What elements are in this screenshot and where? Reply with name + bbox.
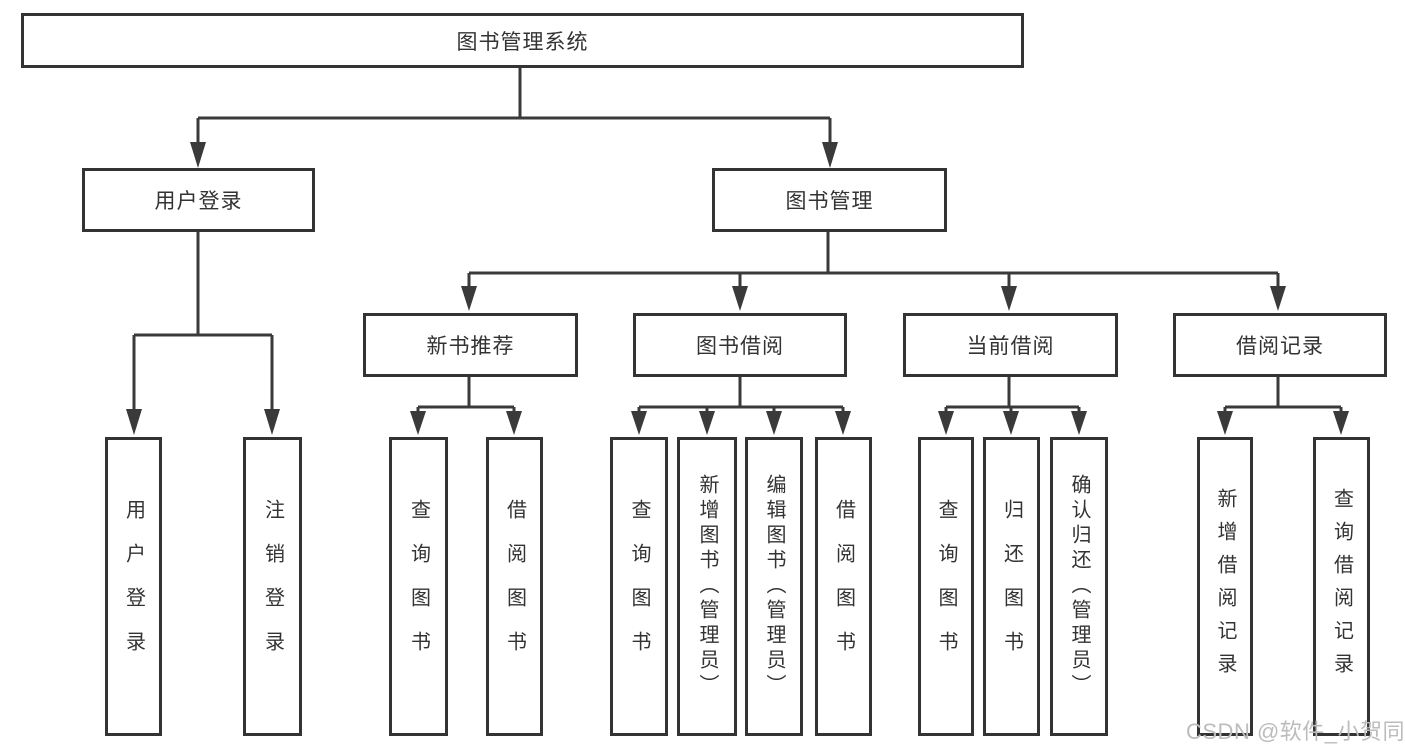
arrowhead-icon [1333, 411, 1349, 435]
leaf-nbr-borrow-books: 借阅图书 [486, 437, 543, 736]
leaf-label: 注销登录 [261, 498, 284, 675]
node-label: 借阅记录 [1236, 335, 1324, 358]
arrowhead-icon [1270, 286, 1286, 311]
arrowhead-icon [190, 142, 206, 168]
connector-root-to-level1 [196, 68, 832, 144]
leaf-br-query-borrow-record: 查询借阅记录 [1313, 437, 1370, 736]
node-book-management: 图书管理 [712, 168, 947, 232]
leaf-label: 借阅图书 [503, 498, 526, 675]
arrowhead-icon [938, 411, 954, 435]
node-label: 图书管理 [785, 190, 874, 213]
arrowhead-icon [766, 411, 782, 435]
node-label: 图书管理系统 [456, 30, 589, 54]
leaf-br-add-borrow-record: 新增借阅记录 [1197, 437, 1253, 736]
arrowhead-icon [699, 411, 715, 435]
arrowhead-icon [461, 286, 477, 311]
node-label: 当前借阅 [966, 335, 1055, 358]
leaf-label: 查询借阅记录 [1330, 487, 1353, 686]
leaf-label: 新增借阅记录 [1214, 487, 1236, 686]
leaf-label: 用户登录 [122, 498, 145, 675]
leaf-logout: 注销登录 [243, 437, 302, 736]
node-new-book-recommend: 新书推荐 [363, 313, 578, 377]
leaf-label: 编辑图书（管理员） [763, 474, 785, 699]
connector-current-borrow-branch [944, 377, 1081, 413]
leaf-label: 归还图书 [1000, 498, 1023, 675]
leaf-label: 借阅图书 [832, 498, 855, 675]
node-book-borrow: 图书借阅 [633, 313, 847, 377]
connector-borrow-records-branch [1223, 377, 1343, 413]
node-label: 用户登录 [154, 190, 243, 213]
leaf-label: 新增图书（管理员） [696, 474, 718, 699]
node-borrow-records: 借阅记录 [1173, 313, 1387, 377]
leaf-label: 查询图书 [407, 498, 430, 675]
leaf-cb-confirm-return-admin: 确认归还（管理员） [1050, 437, 1108, 736]
connector-user-login-branch [132, 232, 274, 410]
leaf-label: 查询图书 [935, 498, 957, 675]
arrowhead-icon [1001, 286, 1017, 311]
arrowhead-icon [1071, 411, 1087, 435]
leaf-bb-edit-books-admin: 编辑图书（管理员） [745, 437, 803, 736]
connector-book-borrow-branch [637, 377, 845, 413]
arrowhead-icon [631, 411, 647, 435]
connector-new-book-branch [416, 377, 516, 413]
node-label: 新书推荐 [426, 335, 515, 358]
arrowhead-icon [1003, 411, 1019, 435]
leaf-label: 查询图书 [628, 498, 650, 675]
watermark: CSDN @软件_小贺同学 [1186, 719, 1405, 744]
connector-book-management-branch [467, 232, 1280, 287]
leaf-label: 确认归还（管理员） [1068, 474, 1090, 699]
node-current-borrow: 当前借阅 [903, 313, 1118, 377]
arrowhead-icon [1217, 411, 1233, 435]
leaf-bb-query-books: 查询图书 [610, 437, 668, 736]
leaf-user-login: 用户登录 [105, 437, 162, 736]
leaf-cb-return-books: 归还图书 [983, 437, 1040, 736]
arrowhead-icon [835, 411, 851, 435]
arrowheads [126, 142, 1349, 435]
leaf-nbr-query-books: 查询图书 [389, 437, 448, 736]
arrowhead-icon [264, 409, 280, 435]
node-root: 图书管理系统 [21, 13, 1024, 68]
arrowhead-icon [732, 286, 748, 311]
arrowhead-icon [506, 411, 522, 435]
leaf-bb-add-books-admin: 新增图书（管理员） [677, 437, 737, 736]
arrowhead-icon [126, 409, 142, 435]
leaf-cb-query-books: 查询图书 [918, 437, 974, 736]
arrowhead-icon [822, 142, 838, 168]
node-user-login: 用户登录 [82, 168, 315, 232]
leaf-bb-borrow-books: 借阅图书 [815, 437, 872, 736]
arrowhead-icon [410, 411, 426, 435]
node-label: 图书借阅 [696, 335, 784, 358]
